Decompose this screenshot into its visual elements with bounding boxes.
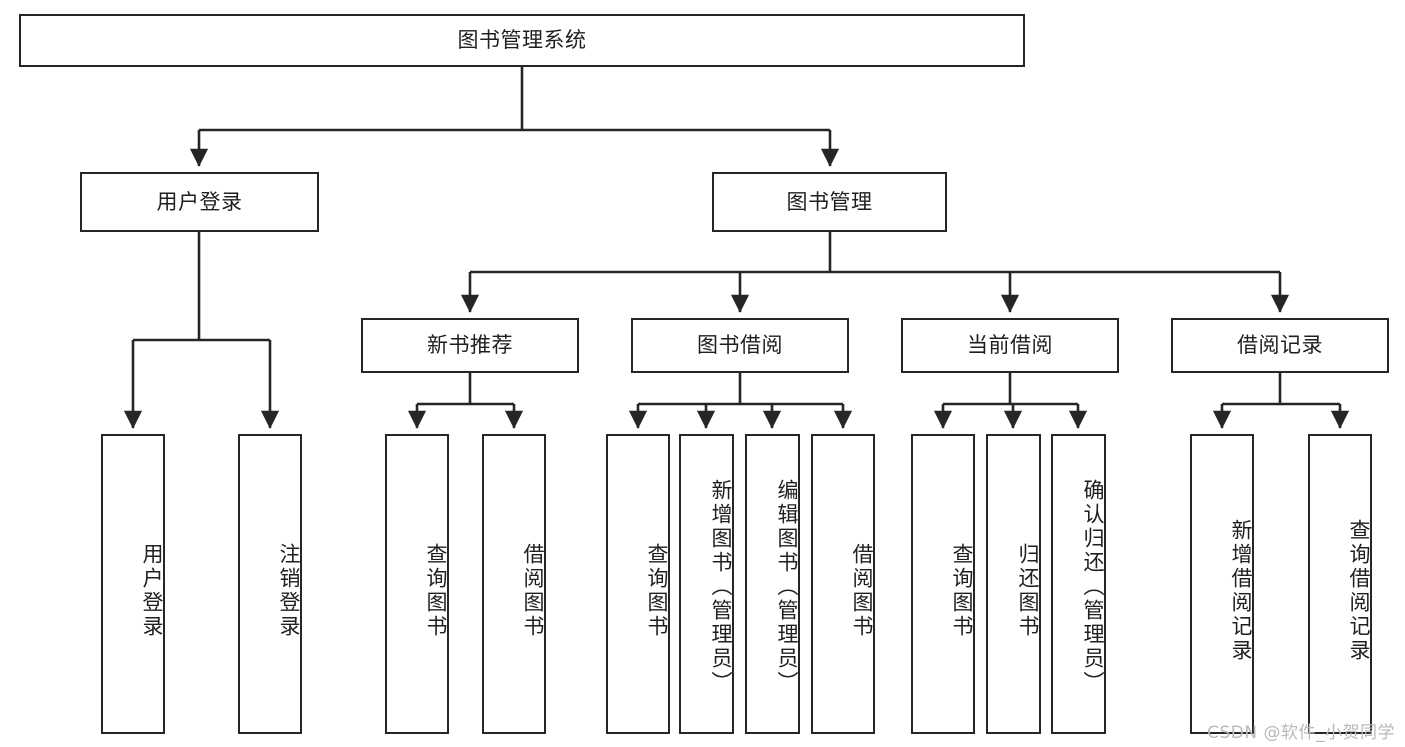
node-book-management[interactable]: 图书管理 xyxy=(712,172,947,232)
leaf-add-borrow-record[interactable]: 新增借阅记录 xyxy=(1190,434,1254,734)
leaf-lend-book[interactable]: 借阅图书 xyxy=(811,434,875,734)
node-borrow-record[interactable]: 借阅记录 xyxy=(1171,318,1389,373)
leaf-confirm-return-admin[interactable]: 确认归还（管理员） xyxy=(1051,434,1106,734)
leaf-borrow-book-recommend-label: 借阅图书 xyxy=(521,543,545,639)
node-book-borrow[interactable]: 图书借阅 xyxy=(631,318,849,373)
node-root[interactable]: 图书管理系统 xyxy=(19,14,1025,67)
leaf-return-book-label: 归还图书 xyxy=(1016,543,1040,639)
node-root-label: 图书管理系统 xyxy=(457,28,587,53)
leaf-add-book-admin-label: 新增图书（管理员） xyxy=(709,479,733,695)
leaf-edit-book-admin-label: 编辑图书（管理员） xyxy=(775,479,799,695)
leaf-query-book-borrow[interactable]: 查询图书 xyxy=(606,434,670,734)
leaf-query-book-recommend[interactable]: 查询图书 xyxy=(385,434,449,734)
leaf-query-borrow-record[interactable]: 查询借阅记录 xyxy=(1308,434,1372,734)
watermark: CSDN @软件_小贺同学 xyxy=(1207,723,1395,743)
node-user-login[interactable]: 用户登录 xyxy=(80,172,319,232)
leaf-query-book-borrow-label: 查询图书 xyxy=(645,543,669,639)
node-book-management-label: 图书管理 xyxy=(786,189,873,214)
leaf-query-book-current-label: 查询图书 xyxy=(950,543,974,639)
leaf-query-borrow-record-label: 查询借阅记录 xyxy=(1347,519,1371,663)
node-current-borrow[interactable]: 当前借阅 xyxy=(901,318,1119,373)
node-new-book-recommend-label: 新书推荐 xyxy=(427,333,513,358)
leaf-confirm-return-admin-label: 确认归还（管理员） xyxy=(1081,479,1105,695)
leaf-borrow-book-recommend[interactable]: 借阅图书 xyxy=(482,434,546,734)
leaf-lend-book-label: 借阅图书 xyxy=(850,543,874,639)
node-new-book-recommend[interactable]: 新书推荐 xyxy=(361,318,579,373)
node-user-login-label: 用户登录 xyxy=(156,189,243,214)
leaf-user-login-label: 用户登录 xyxy=(140,543,164,639)
leaf-logout-label: 注销登录 xyxy=(277,543,301,639)
leaf-query-book-current[interactable]: 查询图书 xyxy=(911,434,975,734)
leaf-edit-book-admin[interactable]: 编辑图书（管理员） xyxy=(745,434,800,734)
node-borrow-record-label: 借阅记录 xyxy=(1237,333,1323,358)
leaf-logout[interactable]: 注销登录 xyxy=(238,434,302,734)
leaf-query-book-recommend-label: 查询图书 xyxy=(424,543,448,639)
leaf-user-login[interactable]: 用户登录 xyxy=(101,434,165,734)
node-current-borrow-label: 当前借阅 xyxy=(967,333,1053,358)
leaf-add-borrow-record-label: 新增借阅记录 xyxy=(1229,519,1253,663)
leaf-return-book[interactable]: 归还图书 xyxy=(986,434,1041,734)
node-book-borrow-label: 图书借阅 xyxy=(697,333,783,358)
leaf-add-book-admin[interactable]: 新增图书（管理员） xyxy=(679,434,734,734)
